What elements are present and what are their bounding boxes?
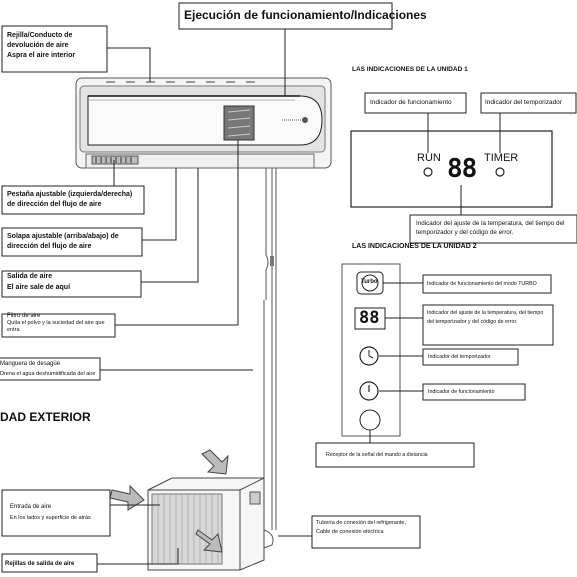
outdoor-outlet-label: Rejillas de salida de aire — [5, 561, 75, 567]
unit1-temp-callout: Indicador del ajuste de la temperatura, … — [416, 220, 565, 236]
unit2-timer-callout: Indicador del temporizador — [428, 354, 491, 360]
unit2-panel — [315, 263, 554, 468]
filter-sub: Quita el polvo y la suciedad del aire qu… — [7, 320, 105, 333]
outdoor-inlet-sub: En los lados y superficie de atrás — [10, 515, 91, 521]
outdoor-heading: DAD EXTERIOR — [0, 410, 91, 424]
unit1-display: 88 — [447, 154, 477, 184]
grille-sub: Aspra el aire interior — [7, 52, 76, 59]
outdoor-pipe-label: Tubería de conexión del refrigerante, Ca… — [316, 520, 406, 535]
unit2-turbo-callout: Indicador de funcionamiento del modo TUR… — [427, 281, 537, 287]
drain-sub: Drena el agua deshumidificada del aire — [0, 371, 96, 377]
filter-title: Filtro de aire — [7, 313, 41, 319]
drain-title: Manguera de desagüe — [0, 361, 61, 367]
louver-lr-label: Pestaña ajustable (izquierda/derecha) de… — [7, 191, 133, 208]
unit1-timer-label: TIMER — [484, 152, 519, 164]
louver-ud-label: Solapa ajustable (arriba/abajo) de direc… — [7, 233, 119, 250]
unit2-display: 88 — [359, 308, 380, 328]
unit1-panel — [350, 92, 577, 244]
unit1-heading: LAS INDICACIONES DE LA UNIDAD 1 — [352, 66, 468, 73]
unit2-turbo-icon: Turbo — [361, 279, 378, 285]
unit2-temp-callout: Indicador del ajuste de la temperatura, … — [427, 310, 544, 325]
unit2-remote-callout: Receptor de la señal del mando a distanc… — [326, 452, 428, 458]
unit1-run-label: RUN — [417, 152, 441, 164]
unit1-run-callout: Indicador de funcionamiento — [370, 99, 452, 106]
page-title: Ejecución de funcionamiento/Indicaciones — [184, 8, 427, 22]
outdoor-unit — [109, 449, 274, 571]
grille-title: Rejilla/Conducto de devolución de aire — [7, 32, 73, 49]
unit2-heading: LAS INDICACIONES DE LA UNIDAD 2 — [352, 243, 477, 250]
unit1-timer-callout: Indicador del temporizador — [485, 99, 562, 106]
indoor-unit — [75, 77, 332, 169]
outdoor-inlet-title: Entrada de aire — [10, 504, 52, 510]
outlet-title: Salida de aire — [7, 273, 53, 280]
unit2-run-callout: Indicador de funcionamiento — [428, 389, 495, 395]
outlet-sub: El aire sale de aquí — [7, 284, 71, 291]
